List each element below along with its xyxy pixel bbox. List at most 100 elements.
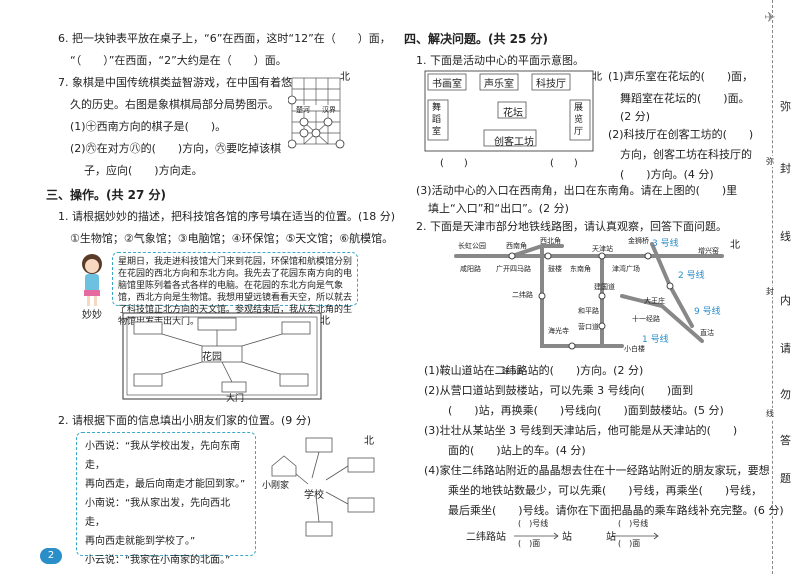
station-zhigu: 直沽 [700,329,714,337]
dialog-line-3: 小南说：“我从家出发，先向西北走， [85,498,231,528]
dialog-line-4: 再向西走就能到学校了。” [85,536,196,547]
chess-river-left: 楚河 [296,106,310,114]
strip-char-2: 封 [780,162,791,175]
station-anshandao: 鞍山道 [502,367,523,375]
station-xinanjiao: 西南角 [506,242,527,250]
room-maker: 创客工坊 [494,137,534,148]
section-4-title: 四、解决问题。(共 25 分) [404,32,549,46]
room-dance: 舞蹈室 [432,103,442,137]
sol-q1-a2: 舞蹈室在花坛的( )面。 [620,92,750,105]
museum-map [122,312,322,400]
station-xiaobailou: 小白楼 [624,345,645,353]
station-jianguo: 建国道 [594,283,615,291]
chess-board [287,72,348,150]
station-jinshiqiao: 金狮桥 [628,237,649,245]
q7-line4: (2)㊅在对方㊇的( )方向，㊅要吃掉该棋 [70,142,282,155]
route-dir2: ( )面 [618,539,641,548]
route-start: 二纬路站 [466,532,506,543]
strip-char-5: 请 [780,342,791,355]
station-xibeijiao: 西北角 [540,237,561,245]
plan-entry-blank: ( ) [440,158,468,169]
strip-small-2: 封 [766,286,774,297]
q7-line5: 子，应向( )方向走。 [84,164,203,177]
op-q1-line1: 1. 请根据妙妙的描述，把科技馆各馆的序号填在适当的位置。(18 分) [58,210,396,223]
room-vocal: 声乐室 [484,79,514,90]
map-gate-label: 大门 [226,394,245,404]
station-shiyijing: 十一经路 [632,315,660,323]
strip-char-4: 内 [780,294,791,307]
station-dongnanjiao: 东南角 [570,265,591,273]
strip-small-1: 弥 [766,156,774,167]
station-tianjin: 天津站 [592,245,613,253]
qa-1: (1)鞍山道站在二纬路站的( )方向。(2 分) [424,364,644,377]
page-number: 2 [40,548,62,564]
sol-q1-a3: (2 分) [620,110,651,123]
line-3-label: 3 号线 [652,239,679,249]
room-exhibit: 展览厅 [574,103,584,137]
strip-small-3: 线 [766,408,774,419]
qa-8: 最后乘坐( )号线。请你在下面把晶晶的乘车路线补充完整。(6 分) [448,504,784,517]
q7-line1: 7. 象棋是中国传统棋类益智游戏，在中国有着悠 [58,76,292,89]
activity-center-plan [424,70,594,152]
sol-q1-a8: 填上“入口”和“出口”。(2 分) [428,202,569,215]
room-flowerbed: 花坛 [503,108,523,119]
sol-q1-a5: 方向，创客工坊在科技厅的 [620,148,752,161]
station-dawangzhuang: 大王庄 [644,297,665,305]
school-map-north: 北 [364,436,374,447]
station-heping: 和平路 [578,307,599,315]
qa-2: (2)从营口道站到鼓楼站，可以先乘 3 号线向( )面到 [424,384,694,397]
metro-map [452,236,742,358]
girl-name: 妙妙 [82,310,102,321]
line-9-label: 9 号线 [694,307,721,317]
metro-north: 北 [730,240,740,251]
school-label: 学校 [304,490,324,501]
sol-q2-line1: 2. 下面是天津市部分地铁线路图，请认真观察，回答下面问题。 [416,220,727,233]
section-3-title: 三、操作。(共 27 分) [46,188,167,202]
strip-char-8: 题 [780,472,791,485]
girl-illustration [76,252,108,310]
room-tech: 科技厅 [536,79,566,90]
strip-char-3: 线 [780,230,791,243]
sol-q1-a4: (2)科技厅在创客工坊的( ) [608,128,754,141]
station-gulou: 鼓楼 [548,265,562,273]
qa-4: (3)壮壮从某站坐 3 号线到天津站后，他可能是从天津站的( ) [424,424,738,437]
qa-6: (4)家住二纬路站附近的晶晶想去住在十一经路站附近的朋友家玩，要想 [424,464,770,477]
school-map [262,436,382,554]
op-q2-line1: 2. 请根据下面的信息填出小朋友们家的位置。(9 分) [58,414,312,427]
route-line1: ( )号线 [518,519,549,528]
dialog-line-5: 小云说：“我家在小南家的北面。” [85,555,231,566]
qa-5: 面的( )站上的车。(4 分) [448,444,586,457]
sol-q1-a7: (3)活动中心的入口在西南角，出口在东南角。请在上图的( )里 [416,184,738,197]
strip-char-1: 弥 [780,100,791,113]
q6-line2: “（ ）”在西面，“2”大约是在（ ）面。 [70,54,287,67]
speech-bubble: 星期日，我走进科技馆大门来到花园，环保馆和航模馆分别在花园的西北方向和东北方向。… [112,252,358,327]
op-q1-line2: ①生物馆；②气象馆；③电脑馆；④环保馆；⑤天文馆；⑥航模馆。 [70,232,394,245]
route-mid: 站 [562,532,572,543]
dialog-box: 小西说：“我从学校出发，先向东南走， 再向西走，最后向南走才能回到家。” 小南说… [76,432,256,566]
station-haiguangsi: 海光寺 [548,327,569,335]
strip-char-7: 答 [780,434,791,447]
q7-line2: 久的历史。右图是象棋棋局部分局势图示。 [70,98,279,111]
line-2-label: 2 号线 [678,271,705,281]
station-jinwan: 津湾广场 [612,265,640,273]
qa-3: ( )站，再换乘( )号线向( )面到鼓楼站。(5 分) [448,404,724,417]
rocket-icon: ✈ [764,10,776,26]
route-dir1: ( )面 [518,539,541,548]
route-end-blank: 站 [606,532,616,543]
station-xianyang: 咸阳路 [460,265,481,273]
station-zengxingyao: 增兴窑 [698,247,719,255]
route-diagram [470,520,670,556]
q7-line3: (1)㊉西南方向的棋子是( )。 [70,120,227,133]
route-line2: ( )号线 [618,519,649,528]
strip-char-6: 勿 [780,388,791,401]
chess-north-label: 北 [340,72,350,83]
room-calligraphy: 书画室 [432,79,462,90]
station-yingkou: 营口道 [578,323,599,331]
line-1-label: 1 号线 [642,335,669,345]
station-erwei: 二纬路 [512,291,533,299]
station-changhong: 长虹公园 [458,242,486,250]
sol-q1-a6: ( )方向。(4 分) [620,168,714,181]
sol-q1-a1: (1)声乐室在花坛的( )面， [608,70,754,83]
q6-line1: 6. 把一块钟表平放在桌子上，“6”在西面，这时“12”在（ ）面， [58,32,391,45]
map-garden-label: 花园 [202,352,222,363]
